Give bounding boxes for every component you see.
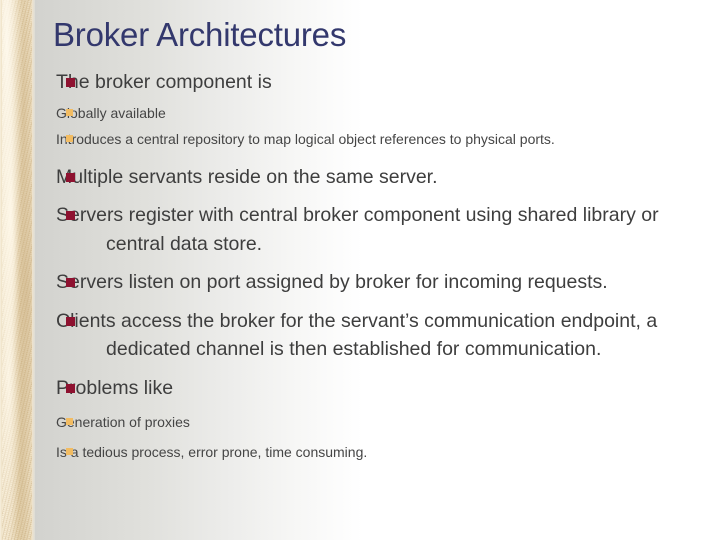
square-bullet-icon	[66, 134, 73, 142]
background-gradient-panel	[33, 0, 363, 540]
bullet-item-10: Is a tedious process, error prone, time …	[0, 442, 720, 462]
spacer	[0, 297, 720, 307]
bullet-item-8: Problems like	[0, 374, 720, 403]
square-bullet-icon	[66, 108, 73, 116]
spacer	[0, 402, 720, 412]
bullet-item-5-label: Servers register with central broker com…	[56, 204, 659, 255]
spacer	[0, 149, 720, 163]
square-bullet-icon	[66, 316, 75, 326]
square-bullet-icon	[66, 211, 75, 220]
square-bullet-icon	[66, 383, 75, 393]
bullet-item-6-label: Servers listen on port assigned by broke…	[56, 271, 608, 293]
bullet-item-9-label: Generation of proxies	[56, 414, 190, 430]
marble-strip-right-edge	[32, 0, 35, 540]
bullet-item-7: Clients access the broker for the servan…	[0, 307, 720, 364]
square-bullet-icon	[66, 418, 73, 425]
bullet-item-10-label: Is a tedious process, error prone, time …	[56, 444, 368, 460]
bullet-item-2-label: Globally available	[56, 104, 166, 121]
marble-texture-strip	[0, 0, 34, 540]
marble-strip-left-edge	[0, 0, 2, 540]
spacer	[0, 432, 720, 442]
bullet-item-3-label: Introduces a central repository to map l…	[56, 130, 555, 147]
bullet-item-4-label: Multiple servants reside on the same ser…	[56, 165, 438, 188]
bullet-item-3: Introduces a central repository to map l…	[0, 129, 720, 149]
bullet-item-9: Generation of proxies	[0, 412, 720, 432]
bullet-item-7-label: Clients access the broker for the servan…	[56, 309, 658, 361]
square-bullet-icon	[66, 78, 75, 87]
square-bullet-icon	[66, 278, 75, 287]
bullet-item-1: The broker component is	[0, 68, 720, 97]
bullet-item-2: Globally available	[0, 103, 720, 123]
page-title: Broker Architectures	[53, 16, 347, 53]
bullet-item-1-label: The broker component is	[56, 71, 272, 93]
spacer	[0, 364, 720, 374]
bullet-item-6: Servers listen on port assigned by broke…	[0, 268, 720, 297]
bullet-item-4: Multiple servants reside on the same ser…	[0, 163, 720, 192]
spacer	[0, 258, 720, 268]
spacer	[0, 191, 720, 201]
square-bullet-icon	[66, 448, 73, 455]
square-bullet-icon	[66, 172, 75, 182]
bullet-item-8-label: Problems like	[56, 376, 174, 399]
bullet-item-5: Servers register with central broker com…	[0, 201, 720, 258]
slide-body: The broker component is Globally availab…	[0, 68, 720, 462]
